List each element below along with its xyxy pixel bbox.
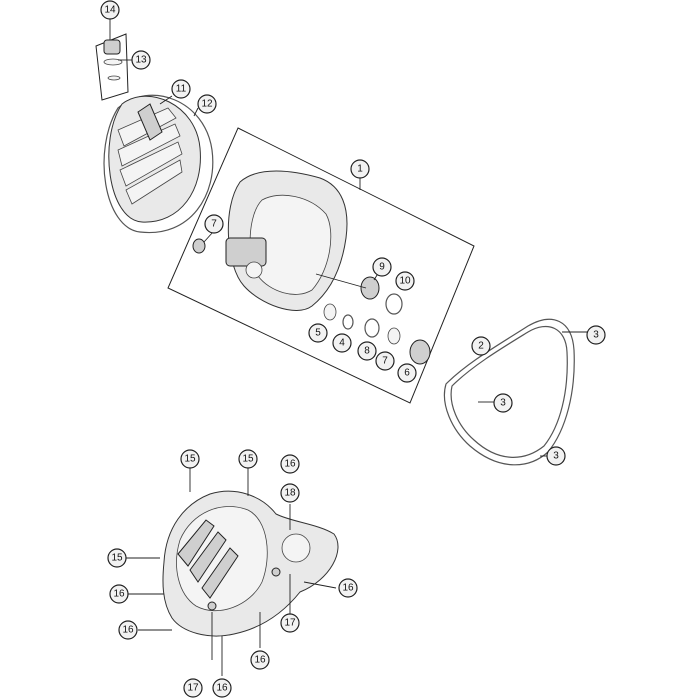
callout-6: 6 <box>397 363 417 383</box>
svg-text:16: 16 <box>216 683 228 694</box>
callout-16-top-right: 16 <box>280 454 300 474</box>
callout-15-center-top: 15 <box>238 449 258 469</box>
svg-text:1: 1 <box>357 164 363 175</box>
callout-16-bottom: 16 <box>212 678 232 698</box>
callout-16-left-bottom: 16 <box>118 620 138 640</box>
svg-text:11: 11 <box>176 84 187 95</box>
callout-3-top: 3 <box>586 325 606 345</box>
callout-2: 2 <box>471 336 491 356</box>
svg-text:7: 7 <box>211 219 217 230</box>
callout-1: 1 <box>350 159 370 179</box>
svg-text:18: 18 <box>284 488 296 499</box>
callout-15-left: 15 <box>107 548 127 568</box>
svg-text:16: 16 <box>342 583 354 594</box>
svg-text:8: 8 <box>364 346 370 357</box>
svg-text:16: 16 <box>254 655 266 666</box>
svg-text:17: 17 <box>187 683 199 694</box>
svg-text:15: 15 <box>111 553 123 564</box>
svg-text:12: 12 <box>201 99 213 110</box>
svg-text:14: 14 <box>104 5 116 16</box>
svg-text:3: 3 <box>553 451 559 462</box>
svg-text:16: 16 <box>113 589 125 600</box>
callout-12: 12 <box>197 94 217 114</box>
svg-text:15: 15 <box>242 454 254 465</box>
svg-text:7: 7 <box>382 356 388 367</box>
callout-7-upper: 7 <box>204 214 224 234</box>
svg-text:5: 5 <box>315 328 321 339</box>
callout-8: 8 <box>357 341 377 361</box>
callout-16-right: 16 <box>338 578 358 598</box>
svg-text:15: 15 <box>184 454 196 465</box>
svg-text:4: 4 <box>339 338 345 349</box>
cover-plug <box>95 33 129 101</box>
svg-text:13: 13 <box>135 55 147 66</box>
svg-text:3: 3 <box>500 398 506 409</box>
svg-text:3: 3 <box>593 330 599 341</box>
callout-16-left-middle: 16 <box>109 584 129 604</box>
callout-3-bottom: 3 <box>546 446 566 466</box>
callout-17-right: 17 <box>280 613 300 633</box>
svg-text:10: 10 <box>399 276 411 287</box>
callout-18: 18 <box>280 483 300 503</box>
svg-text:17: 17 <box>284 618 296 629</box>
callout-17-bottom: 17 <box>183 678 203 698</box>
callout-10: 10 <box>395 271 415 291</box>
callout-14: 14 <box>100 0 120 20</box>
callout-13: 13 <box>131 50 151 70</box>
seals-and-rings <box>315 273 431 365</box>
clutch-cover-assembled <box>162 490 339 637</box>
callout-3-middle: 3 <box>493 393 513 413</box>
callout-9: 9 <box>372 257 392 277</box>
svg-text:16: 16 <box>284 459 296 470</box>
callout-16-bottom-center: 16 <box>250 650 270 670</box>
outer-clutch-cover <box>103 94 214 234</box>
svg-text:9: 9 <box>379 262 385 273</box>
clutch-cover-inner-group <box>167 127 475 404</box>
svg-text:16: 16 <box>122 625 134 636</box>
svg-text:6: 6 <box>404 368 410 379</box>
callout-5: 5 <box>308 323 328 343</box>
callout-4: 4 <box>332 333 352 353</box>
callout-15-left-top: 15 <box>180 449 200 469</box>
svg-text:2: 2 <box>478 341 484 352</box>
callout-7-lower: 7 <box>375 351 395 371</box>
leader-lines <box>109 18 383 676</box>
cover-gasket <box>443 318 588 466</box>
callout-11: 11 <box>171 79 191 99</box>
